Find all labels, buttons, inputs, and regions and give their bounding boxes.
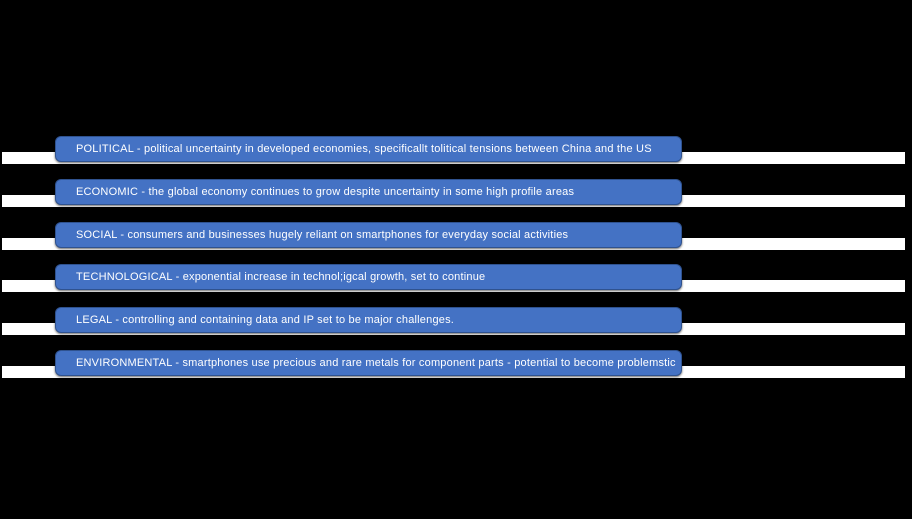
political-label: POLITICAL - political uncertainty in dev… — [76, 143, 652, 155]
political-bar[interactable]: POLITICAL - political uncertainty in dev… — [55, 136, 682, 162]
pestle-row-legal: LEGAL - controlling and containing data … — [0, 307, 912, 337]
environmental-bar[interactable]: ENVIRONMENTAL - smartphones use precious… — [55, 350, 682, 376]
technological-label: TECHNOLOGICAL - exponential increase in … — [76, 271, 486, 283]
social-bar[interactable]: SOCIAL - consumers and businesses hugely… — [55, 222, 682, 248]
pestle-row-technological: TECHNOLOGICAL - exponential increase in … — [0, 264, 912, 294]
pestle-row-economic: ECONOMIC - the global economy continues … — [0, 179, 912, 209]
legal-bar[interactable]: LEGAL - controlling and containing data … — [55, 307, 682, 333]
environmental-label: ENVIRONMENTAL - smartphones use precious… — [76, 357, 676, 369]
economic-label: ECONOMIC - the global economy continues … — [76, 186, 575, 198]
pestle-row-environmental: ENVIRONMENTAL - smartphones use precious… — [0, 350, 912, 380]
economic-bar[interactable]: ECONOMIC - the global economy continues … — [55, 179, 682, 205]
legal-label: LEGAL - controlling and containing data … — [76, 314, 455, 326]
technological-bar[interactable]: TECHNOLOGICAL - exponential increase in … — [55, 264, 682, 290]
pestle-row-political: POLITICAL - political uncertainty in dev… — [0, 136, 912, 166]
social-label: SOCIAL - consumers and businesses hugely… — [76, 229, 569, 241]
pestle-row-social: SOCIAL - consumers and businesses hugely… — [0, 222, 912, 252]
